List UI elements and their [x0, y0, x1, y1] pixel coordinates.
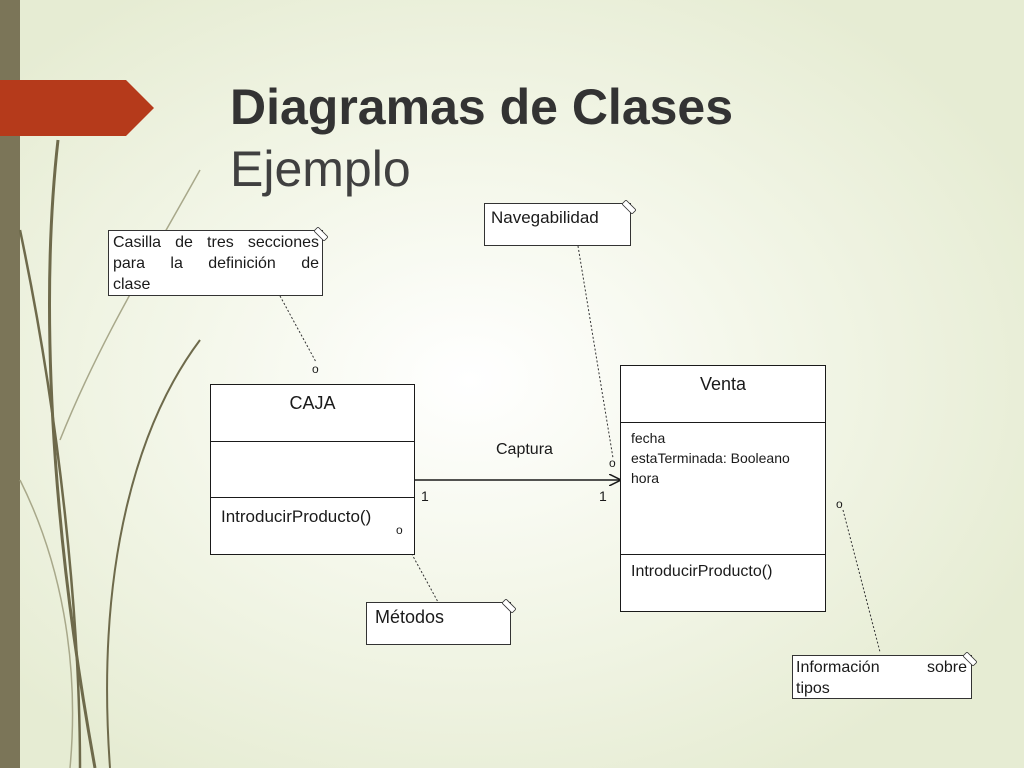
note-types-line: Información sobre — [796, 659, 967, 676]
note-fold-icon — [963, 652, 977, 666]
class-venta-method: IntroducirProducto() — [631, 563, 773, 580]
note-class-box: Casilla de tres secciones para la defini… — [108, 227, 328, 296]
note-types: Información sobre tipos — [792, 652, 977, 699]
association-multiplicity-source: 1 — [421, 488, 429, 504]
class-venta-attribute: fecha — [631, 430, 666, 446]
note-anchor-marker: o — [312, 362, 319, 376]
class-venta-divider-bottom — [621, 554, 825, 555]
class-venta-attribute: hora — [631, 470, 660, 486]
class-caja: CAJA IntroducirProducto() — [210, 384, 415, 555]
class-venta: Venta fecha estaTerminada: Booleano hora… — [620, 365, 826, 612]
note-class-box-line: para la definición de — [113, 255, 319, 272]
slide-subtitle: Ejemplo — [230, 141, 411, 197]
decorative-vines — [18, 139, 201, 768]
class-venta-name: Venta — [699, 374, 747, 394]
class-caja-method: IntroducirProducto() — [221, 507, 372, 526]
note-methods: Métodos — [366, 599, 516, 645]
note-types-line: tipos — [796, 680, 830, 697]
note-connector-navigability — [577, 245, 614, 459]
class-caja-divider-bottom — [211, 497, 414, 498]
left-accent-bar — [0, 0, 20, 768]
note-class-box-line: Casilla de tres secciones — [113, 234, 319, 251]
note-anchor-marker: o — [836, 497, 843, 511]
note-methods-text: Métodos — [375, 607, 445, 627]
title-arrow-shape — [0, 80, 154, 136]
note-fold-icon — [314, 227, 328, 241]
association-name: Captura — [496, 441, 553, 458]
class-caja-name: CAJA — [289, 393, 336, 413]
note-fold-icon — [502, 599, 516, 613]
note-connector-types — [842, 509, 881, 653]
slide-title: Diagramas de Clases — [230, 79, 734, 135]
association-multiplicity-target: 1 — [599, 488, 607, 504]
note-anchor-marker: o — [396, 523, 403, 537]
class-caja-divider-top — [211, 441, 414, 442]
note-navigability: Navegabilidad — [484, 200, 636, 246]
class-venta-attribute: estaTerminada: Booleano — [631, 450, 790, 466]
note-fold-icon — [622, 200, 636, 214]
note-connector-class-box — [279, 295, 317, 363]
note-class-box-line: clase — [113, 276, 151, 293]
note-navigability-text: Navegabilidad — [491, 208, 599, 227]
class-venta-divider-top — [621, 422, 825, 423]
note-anchor-marker: o — [609, 456, 616, 470]
